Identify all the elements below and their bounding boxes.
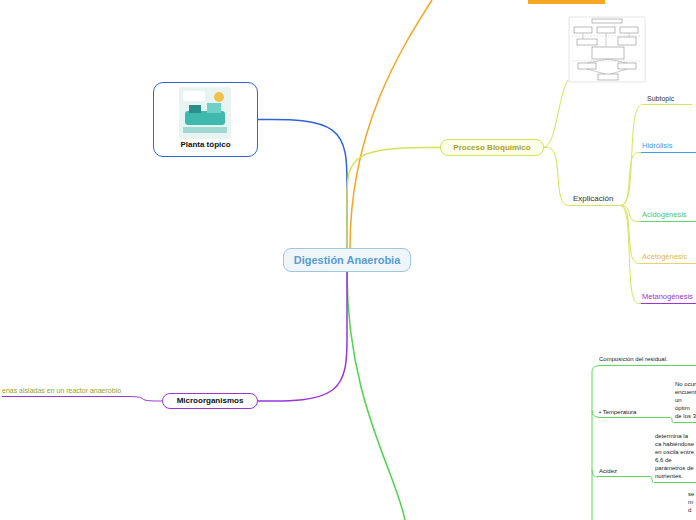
- topic-label: se m d: [688, 490, 696, 514]
- stage-topic: Acetogénesis: [641, 252, 696, 264]
- topic-label: enas aisladas en un reactor anaerobio: [2, 387, 121, 394]
- topic-label: determina la ca habiéndose en oscila ent…: [655, 432, 696, 480]
- subtopic-text: Subtopic: [646, 95, 692, 105]
- branch-connector: [347, 148, 440, 249]
- green-subbranch: [592, 366, 598, 520]
- topic-label: Composición del residual.: [599, 356, 696, 362]
- topic-label: • Temperatura: [599, 409, 670, 415]
- branch-connector: [123, 397, 162, 402]
- topic-label: Hidrólisis: [642, 141, 696, 150]
- central-topic: Digestión Anaerobia: [283, 248, 411, 272]
- image-topic: Planta tópico: [153, 82, 258, 157]
- main-topic: Microorganismos: [162, 393, 258, 409]
- note-text: determina la ca habiéndose en oscila ent…: [654, 432, 696, 483]
- stage-topic: Acidogénesis: [641, 210, 696, 222]
- plant-illustration: [179, 87, 231, 139]
- topic-label: Acetogénesis: [642, 252, 696, 261]
- topic-label: Digestión Anaerobia: [284, 249, 410, 271]
- yellow-subbranch: [544, 80, 568, 147]
- orange-branch: [350, 0, 432, 248]
- note-text: No ocur encuent un óptim de los 3: [674, 380, 696, 423]
- topic-label: No ocur encuent un óptim de los 3: [675, 380, 696, 420]
- topic-label: Explicación: [573, 194, 613, 203]
- branch-connector: [617, 206, 641, 222]
- topic-label: Microorganismos: [163, 394, 257, 408]
- branch-connector: [258, 272, 347, 401]
- process-thumbnail: [569, 17, 645, 82]
- branch-connector: [617, 153, 641, 206]
- topic-label: Subtopic: [647, 95, 688, 102]
- subtopic-text: Composición del residual.: [598, 356, 696, 366]
- topic-label: Proceso Bioquímico: [441, 140, 543, 155]
- branch-connector: [258, 120, 347, 249]
- topic-label: Acidogénesis: [642, 210, 696, 219]
- topic-label: Metanogénesis: [642, 292, 696, 301]
- topic-label: Planta tópico: [154, 140, 257, 149]
- branch-connector: [544, 148, 572, 206]
- green-branch: [347, 272, 405, 520]
- topic-label: Acidez: [599, 468, 650, 474]
- subtopic-text: • Temperatura: [598, 409, 670, 418]
- branch-connector: [617, 206, 641, 304]
- stage-topic: Hidrólisis: [641, 141, 696, 153]
- subtopic-text: Explicación: [572, 194, 617, 206]
- orange-topic-edge: [528, 0, 605, 4]
- stage-topic: Metanogénesis: [641, 292, 696, 304]
- subtopic-text: Acidez: [598, 468, 650, 477]
- main-topic: Proceso Bioquímico: [440, 139, 544, 156]
- subtopic-text: enas aisladas en un reactor anaerobio: [2, 387, 123, 397]
- note-text: se m d: [688, 490, 696, 514]
- branch-connector: [617, 105, 646, 206]
